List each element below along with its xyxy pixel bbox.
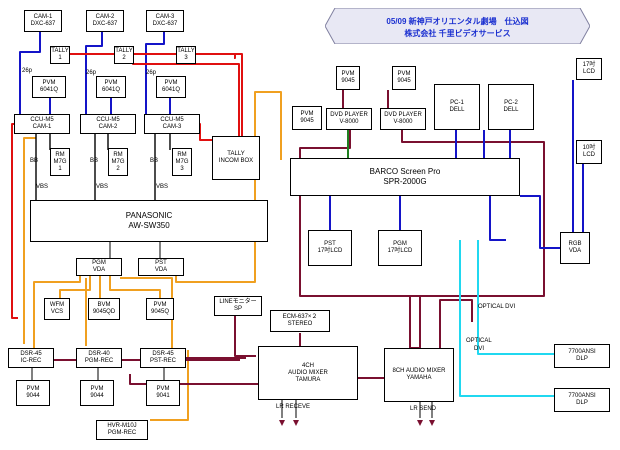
label-optical-2: OPTICAL: [466, 338, 492, 344]
arrow-lr-send-1: [417, 420, 423, 426]
red-tally-wire-3: [195, 53, 243, 136]
maroon-wire-audio3: [129, 374, 258, 385]
label-26p-1: 26p: [22, 68, 33, 74]
label-bb-1: BB: [30, 158, 39, 164]
label-vbs-2: VBS: [96, 184, 109, 190]
black-wire-camlines: [35, 132, 171, 200]
blue-wire-barco-rgb: [520, 195, 560, 249]
title-line-1: 05/09 新神戸オリエンタル劇場 仕込図: [386, 17, 529, 26]
arrow-lr-receive-1: [279, 420, 285, 426]
arrowheads: [279, 420, 435, 426]
title-banner: 05/09 新神戸オリエンタル劇場 仕込図 株式会社 千里ビデオサービス: [325, 8, 590, 44]
blue-wire-barco-lcd: [329, 196, 506, 241]
cyan-wire-optical1: [477, 240, 560, 355]
label-bb-3: BB: [150, 158, 159, 164]
label-lr-send: LR SEND: [410, 406, 437, 412]
black-wire-lr-receive: [281, 400, 297, 418]
label-bb-2: BB: [90, 158, 99, 164]
label-vbs-1: VBS: [36, 184, 49, 190]
orange-wire-rec: [33, 272, 173, 348]
red-tally-wire: [68, 53, 236, 59]
red-wire-left: [11, 123, 28, 319]
black-wire-lr-send: [419, 402, 433, 418]
label-optical-dvi-1: OPTICAL DVI: [478, 304, 516, 310]
label-lr-receive: LR RECEVE: [276, 404, 311, 410]
label-dvi-2: DVI: [474, 346, 485, 352]
blue-wire-lcd: [572, 80, 584, 232]
blue-wire-pc: [455, 130, 511, 160]
arrow-lr-receive-2: [293, 420, 299, 426]
orange-wire-hvr: [150, 350, 189, 421]
label-vbs-3: VBS: [156, 184, 169, 190]
label-26p-2: 26p: [86, 70, 97, 76]
orange-wire-pgm: [59, 272, 161, 300]
orange-wire-barco: [175, 91, 282, 283]
maroon-wire-audio2: [234, 314, 301, 357]
orange-wire-left: [23, 137, 36, 344]
label-26p-3: 26p: [146, 70, 157, 76]
black-wire-rec: [31, 368, 165, 380]
cyan-wire-optical2: [459, 240, 560, 397]
title-line-2: 株式会社 千里ビデオサービス: [404, 29, 511, 38]
arrow-lr-send-2: [429, 420, 435, 426]
maroon-wire-dvd: [299, 130, 545, 348]
